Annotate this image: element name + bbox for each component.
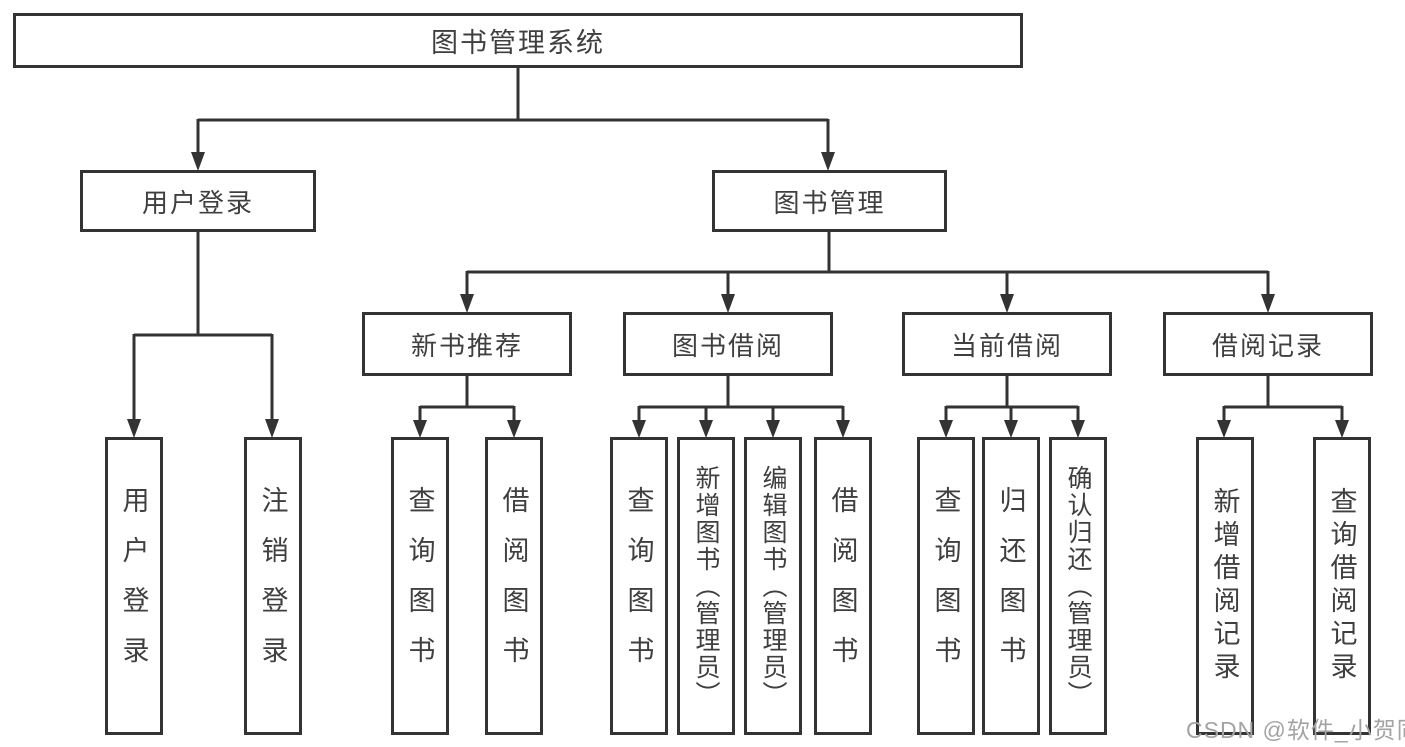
leaf-return-book: 归还图书 [982, 437, 1040, 735]
node-book-borrow: 图书借阅 [623, 312, 833, 376]
node-label: 借阅图书 [827, 486, 858, 686]
node-new-book-recommend: 新书推荐 [362, 312, 572, 376]
leaf-query-borrow-record: 查询借阅记录 [1313, 437, 1371, 735]
node-label: 用户登录 [118, 486, 149, 686]
node-label: 图书管理 [773, 187, 886, 218]
node-label: 查询图书 [623, 486, 654, 686]
node-library-management-system: 图书管理系统 [13, 13, 1023, 68]
node-label: 新书推荐 [410, 330, 523, 361]
node-label: 用户登录 [141, 187, 254, 218]
node-label: 确认归还（管理员） [1064, 464, 1092, 708]
node-label: 图书借阅 [671, 330, 784, 361]
node-label: 新增借阅记录 [1209, 487, 1240, 685]
node-label: 查询借阅记录 [1326, 487, 1357, 685]
node-label: 新增图书（管理员） [692, 464, 720, 708]
node-label: 图书管理系统 [431, 28, 605, 58]
leaf-query-books-recommend: 查询图书 [391, 437, 449, 735]
leaf-add-book-admin: 新增图书（管理员） [677, 437, 735, 735]
leaf-add-borrow-record: 新增借阅记录 [1196, 437, 1254, 735]
node-current-borrow: 当前借阅 [902, 312, 1112, 376]
node-label: 当前借阅 [950, 330, 1063, 361]
leaf-borrow-books-recommend: 借阅图书 [485, 437, 543, 735]
node-label: 查询图书 [404, 486, 435, 686]
leaf-confirm-return-admin: 确认归还（管理员） [1049, 437, 1107, 735]
leaf-logout: 注销登录 [244, 437, 302, 735]
node-label: 注销登录 [257, 486, 288, 686]
node-user-login-branch: 用户登录 [80, 170, 316, 232]
node-label: 借阅记录 [1211, 330, 1324, 361]
node-book-management-branch: 图书管理 [712, 170, 947, 232]
leaf-user-login: 用户登录 [105, 437, 163, 735]
node-borrow-record: 借阅记录 [1163, 312, 1373, 376]
node-label: 查询图书 [930, 486, 961, 686]
leaf-borrow-books: 借阅图书 [814, 437, 872, 735]
leaf-query-books-current: 查询图书 [917, 437, 975, 735]
leaf-edit-book-admin: 编辑图书（管理员） [744, 437, 802, 735]
node-label: 归还图书 [995, 486, 1026, 686]
node-label: 编辑图书（管理员） [759, 464, 787, 708]
node-label: 借阅图书 [498, 486, 529, 686]
leaf-query-books-borrow: 查询图书 [610, 437, 668, 735]
csdn-watermark: CSDN @软件_小贺同学 [1186, 717, 1405, 743]
